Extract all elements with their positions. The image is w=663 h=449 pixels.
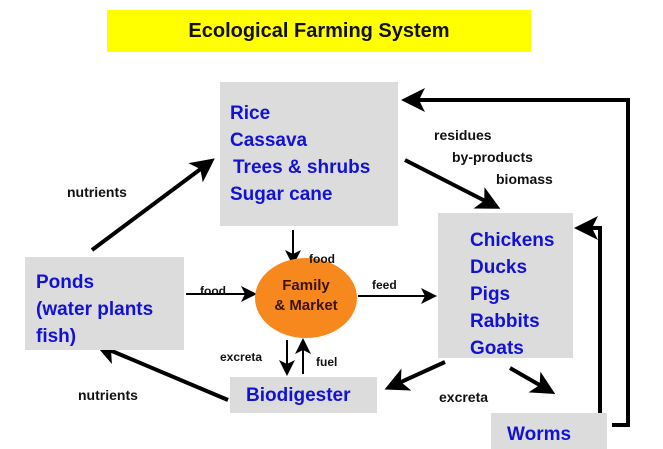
worms-label: Worms (507, 424, 572, 445)
label-feed: feed (372, 278, 397, 292)
crops-node: Rice Cassava Trees & shrubs Sugar cane (220, 82, 398, 226)
crop-sugar-cane: Sugar cane (230, 184, 333, 205)
animal-pigs: Pigs (470, 284, 511, 305)
worms-node: Worms (491, 413, 607, 449)
animal-rabbits: Rabbits (470, 311, 540, 332)
label-residues: residues (434, 127, 492, 143)
ponds-line-1: Ponds (36, 272, 95, 293)
title-banner: Ecological Farming System (107, 10, 531, 52)
arrow-animals-to-biodigester (384, 360, 446, 391)
crop-cassava: Cassava (230, 130, 308, 151)
label-excreta-animals: excreta (439, 389, 489, 405)
ponds-line-3: fish) (36, 326, 77, 347)
ponds-node: Ponds (water plants fish) (25, 257, 184, 350)
animal-goats: Goats (470, 338, 524, 359)
biodigester-label: Biodigester (246, 385, 351, 406)
animal-chickens: Chickens (470, 230, 555, 251)
arrow-worms-to-crops (401, 88, 630, 427)
label-nutrients-down: nutrients (78, 387, 138, 403)
animals-node: Chickens Ducks Pigs Rabbits Goats (438, 213, 573, 359)
label-food-ponds: food (200, 284, 226, 298)
family-market-node: Family & Market (255, 276, 357, 316)
label-biomass: biomass (496, 171, 553, 187)
family-market-node-shape (255, 258, 357, 338)
arrow-animals-to-worms (509, 366, 556, 394)
crop-rice: Rice (230, 103, 271, 124)
arrow-ponds-to-crops (90, 158, 215, 252)
center-line-2: & Market (274, 297, 338, 314)
animal-ducks: Ducks (470, 257, 528, 278)
label-nutrients-up: nutrients (67, 184, 127, 200)
label-food-crops: food (309, 252, 335, 266)
label-excreta-center: excreta (220, 350, 263, 364)
center-line-1: Family (282, 277, 330, 294)
label-by-products: by-products (452, 149, 533, 165)
crop-trees-shrubs: Trees & shrubs (233, 157, 371, 178)
arrow-worms-to-animals (574, 216, 602, 415)
ponds-line-2: (water plants (36, 299, 154, 320)
arrow-crops-to-animals (404, 158, 501, 209)
label-fuel: fuel (316, 355, 338, 369)
biodigester-node: Biodigester (230, 377, 377, 413)
diagram-title: Ecological Farming System (188, 19, 450, 42)
arrow-biodigester-to-ponds (94, 341, 229, 402)
